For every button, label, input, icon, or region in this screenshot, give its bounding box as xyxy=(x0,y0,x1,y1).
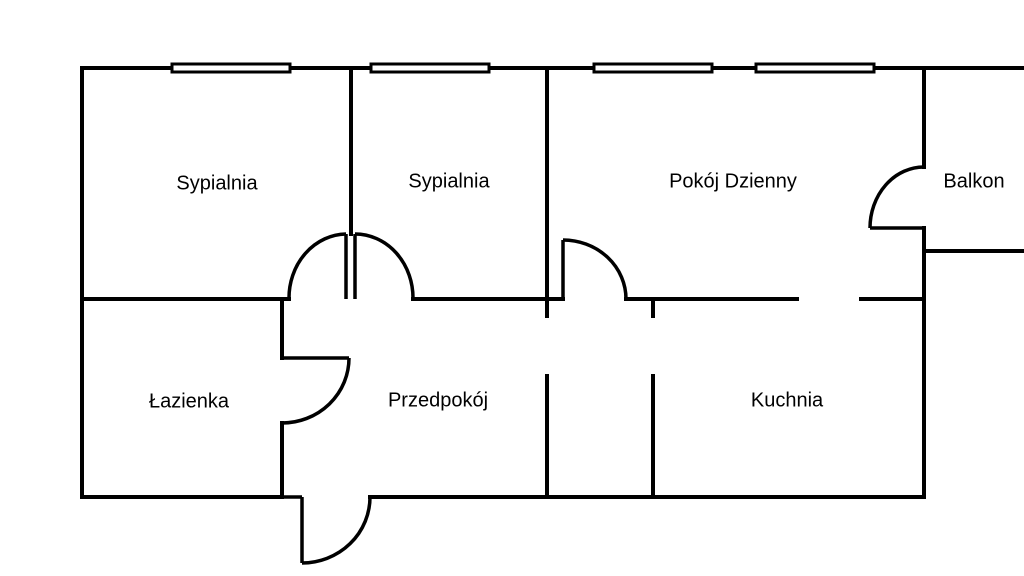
window xyxy=(754,62,876,74)
outer-walls xyxy=(80,66,1024,499)
room-label-living-room: Pokój Dzienny xyxy=(669,170,797,192)
room-label-kitchen: Kuchnia xyxy=(751,389,824,411)
door-balcony xyxy=(868,165,925,230)
door-bedroom-2 xyxy=(353,232,415,300)
windows xyxy=(170,62,876,74)
room-label-bedroom-2: Sypialnia xyxy=(408,170,490,192)
window xyxy=(170,62,292,74)
window xyxy=(369,62,491,74)
room-labels: Sypialnia Sypialnia Pokój Dzienny Balkon… xyxy=(149,170,1005,412)
door-bedroom-1 xyxy=(287,232,348,300)
room-label-balcony: Balkon xyxy=(943,170,1004,192)
window xyxy=(592,62,714,74)
room-label-hallway: Przedpokój xyxy=(388,389,488,411)
room-label-bathroom: Łazienka xyxy=(149,390,230,412)
interior-walls xyxy=(80,66,926,499)
door-entrance xyxy=(282,495,372,565)
room-label-bedroom-1: Sypialnia xyxy=(176,172,258,194)
door-living-room xyxy=(561,238,628,300)
door-bathroom xyxy=(281,356,351,425)
